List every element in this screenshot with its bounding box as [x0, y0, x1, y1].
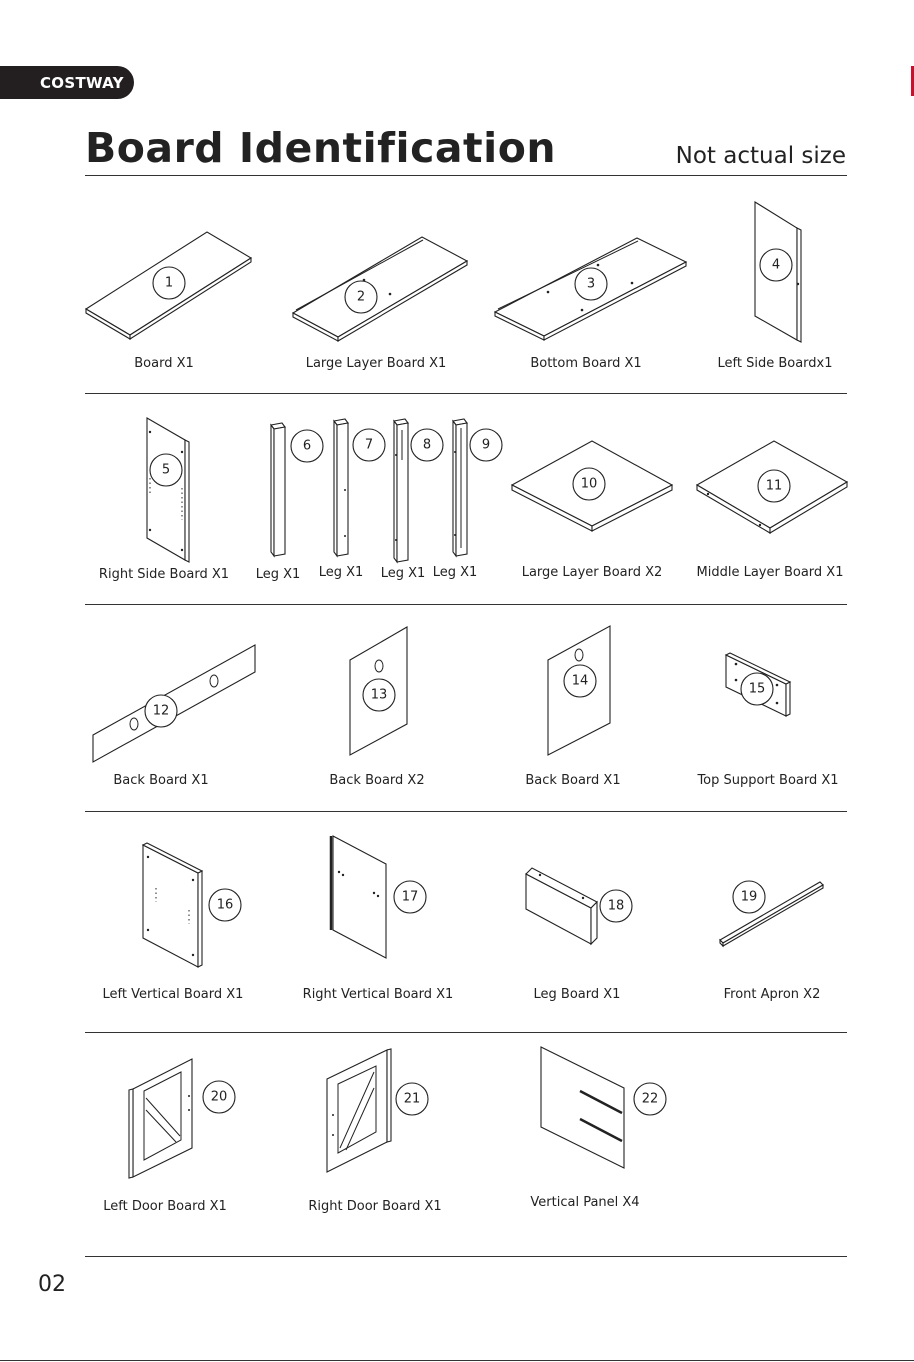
- svg-text:15: 15: [749, 682, 766, 697]
- callout-5: 5: [149, 453, 183, 487]
- row-divider: [85, 1256, 847, 1257]
- svg-text:2: 2: [357, 290, 365, 305]
- page-number: 02: [38, 1272, 66, 1297]
- callout-1: 1: [152, 266, 186, 300]
- svg-text:3: 3: [587, 277, 595, 292]
- part-18-drawing: [525, 867, 598, 946]
- part-5-label: Right Side Board X1: [98, 567, 230, 582]
- callout-10: 10: [572, 467, 606, 501]
- callout-19: 19: [732, 880, 766, 914]
- callout-15: 15: [740, 672, 774, 706]
- part-1-label: Board X1: [134, 356, 194, 371]
- svg-text:13: 13: [371, 688, 388, 703]
- brand-logo: COSTWAY: [0, 66, 134, 99]
- page-subtitle: Not actual size: [675, 143, 846, 169]
- callout-7: 7: [352, 428, 386, 462]
- part-22-drawing: [540, 1046, 625, 1169]
- callout-17: 17: [393, 880, 427, 914]
- callout-8: 8: [410, 428, 444, 462]
- part-8-drawing: [393, 418, 409, 564]
- part-11-label: Middle Layer Board X1: [696, 565, 844, 580]
- part-19-label: Front Apron X2: [723, 987, 821, 1002]
- callout-3: 3: [574, 267, 608, 301]
- callout-21: 21: [395, 1082, 429, 1116]
- page-title: Board Identification: [85, 124, 557, 172]
- part-18-label: Leg Board X1: [533, 987, 621, 1002]
- part-19-drawing: [719, 881, 824, 948]
- svg-text:1: 1: [165, 276, 173, 291]
- part-8-label: Leg X1: [380, 566, 426, 581]
- part-12-label: Back Board X1: [113, 773, 209, 788]
- row-divider: [85, 393, 847, 394]
- row-divider: [85, 811, 847, 812]
- part-20-label: Left Door Board X1: [103, 1199, 227, 1214]
- page-bottom-rule: [0, 1360, 914, 1361]
- part-3-label: Bottom Board X1: [530, 356, 642, 371]
- part-10-label: Large Layer Board X2: [521, 565, 663, 580]
- svg-text:18: 18: [608, 899, 625, 914]
- part-14-label: Back Board X1: [525, 773, 621, 788]
- part-6-drawing: [270, 422, 286, 558]
- svg-text:5: 5: [162, 463, 170, 478]
- part-5-drawing: [146, 417, 190, 563]
- row-divider: [85, 604, 847, 605]
- svg-text:19: 19: [741, 890, 758, 905]
- part-15-label: Top Support Board X1: [697, 773, 839, 788]
- part-7-label: Leg X1: [318, 565, 364, 580]
- part-2-label: Large Layer Board X1: [305, 356, 447, 371]
- part-7-drawing: [333, 418, 349, 558]
- part-9-label: Leg X1: [432, 565, 478, 580]
- title-divider: [85, 175, 847, 176]
- svg-text:11: 11: [766, 479, 783, 494]
- callout-22: 22: [633, 1082, 667, 1116]
- callout-9: 9: [469, 428, 503, 462]
- page-edge-mark: [911, 66, 914, 96]
- callout-6: 6: [290, 429, 324, 463]
- svg-text:14: 14: [572, 674, 589, 689]
- svg-text:21: 21: [404, 1092, 421, 1107]
- part-6-label: Leg X1: [255, 567, 301, 582]
- part-16-drawing: [141, 842, 204, 968]
- svg-text:16: 16: [217, 898, 234, 913]
- part-2-drawing: [291, 236, 469, 342]
- callout-13: 13: [362, 678, 396, 712]
- part-20-drawing: [128, 1058, 193, 1179]
- callout-14: 14: [563, 664, 597, 698]
- svg-text:9: 9: [482, 438, 490, 453]
- part-21-drawing: [326, 1048, 392, 1173]
- svg-text:7: 7: [365, 438, 373, 453]
- part-16-label: Left Vertical Board X1: [102, 987, 244, 1002]
- callout-2: 2: [344, 280, 378, 314]
- callout-18: 18: [599, 889, 633, 923]
- part-22-label: Vertical Panel X4: [530, 1195, 640, 1210]
- part-21-label: Right Door Board X1: [308, 1199, 442, 1214]
- svg-text:20: 20: [211, 1090, 228, 1105]
- svg-text:22: 22: [642, 1092, 659, 1107]
- row-divider: [85, 1032, 847, 1033]
- svg-text:8: 8: [423, 438, 431, 453]
- svg-text:10: 10: [581, 477, 598, 492]
- svg-text:4: 4: [772, 258, 780, 273]
- part-13-label: Back Board X2: [329, 773, 425, 788]
- part-17-label: Right Vertical Board X1: [302, 987, 454, 1002]
- svg-text:12: 12: [153, 704, 170, 719]
- svg-text:6: 6: [303, 439, 311, 454]
- callout-4: 4: [759, 248, 793, 282]
- svg-text:17: 17: [402, 890, 419, 905]
- callout-12: 12: [144, 694, 178, 728]
- callout-20: 20: [202, 1080, 236, 1114]
- part-4-label: Left Side Boardx1: [717, 356, 833, 371]
- part-9-drawing: [452, 418, 468, 558]
- callout-11: 11: [757, 469, 791, 503]
- part-17-drawing: [329, 835, 387, 959]
- callout-16: 16: [208, 888, 242, 922]
